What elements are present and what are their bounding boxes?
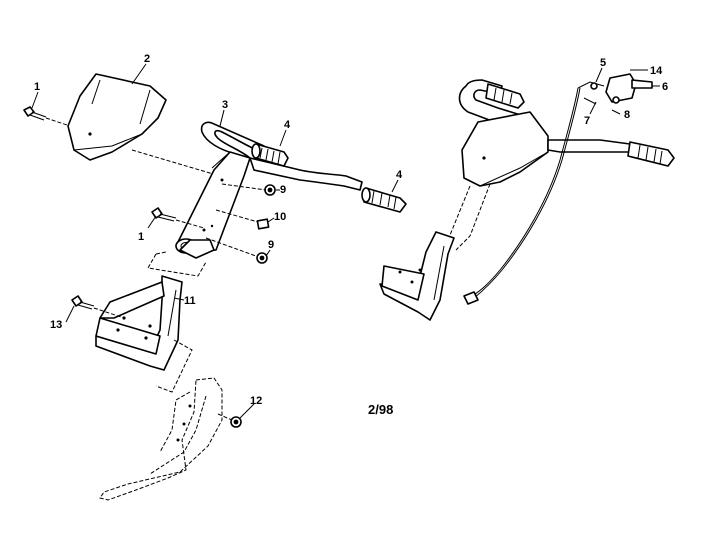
grip-part-4-lower [361,187,407,213]
bolt-part-13 [71,295,125,319]
nut-part-12 [217,413,242,428]
callout-13: 13 [50,319,62,331]
callout-4-lower: 4 [396,169,403,181]
tiller-housing-outline [99,377,223,501]
callout-5: 5 [600,57,606,69]
callout-9-lower: 9 [268,239,274,251]
mounting-bracket-part-11 [95,275,183,371]
spacer-alignment-line [215,209,259,223]
callout-9-upper: 9 [280,184,286,196]
callout-10: 10 [274,211,286,223]
callout-1-top: 1 [34,81,40,93]
callout-6: 6 [662,81,668,93]
callout-labels: 1 2 3 4 4 9 10 1 9 11 13 12 5 14 6 7 8 [34,53,668,407]
callout-14: 14 [650,65,663,77]
callout-8: 8 [624,109,630,121]
nut-part-9-lower [256,252,268,264]
assembly-guide-lines-upper [147,251,207,277]
callout-7: 7 [584,115,590,127]
bolt-part-1-middle [151,207,205,229]
callout-leaders [31,63,660,419]
callout-12: 12 [250,395,262,407]
nut-lower-alignment-line [205,237,257,257]
nut-part-9-upper [264,184,276,196]
grip-part-4-upper [251,143,289,167]
spacer-part-10 [256,218,270,230]
guard-plate-part-2 [67,73,167,161]
guard-alignment-line [131,149,221,177]
date-code: 2/98 [368,402,393,417]
callout-11: 11 [184,295,196,307]
assembly-guide-lines-lower [155,339,193,393]
callout-1-middle: 1 [138,231,144,243]
handlebar-tube-part-3 [175,121,363,259]
callout-2: 2 [144,53,150,65]
nut-alignment-line [221,183,267,191]
callout-3: 3 [222,99,228,111]
callout-4-upper: 4 [284,119,291,131]
assembled-handlebar-view [379,73,675,321]
